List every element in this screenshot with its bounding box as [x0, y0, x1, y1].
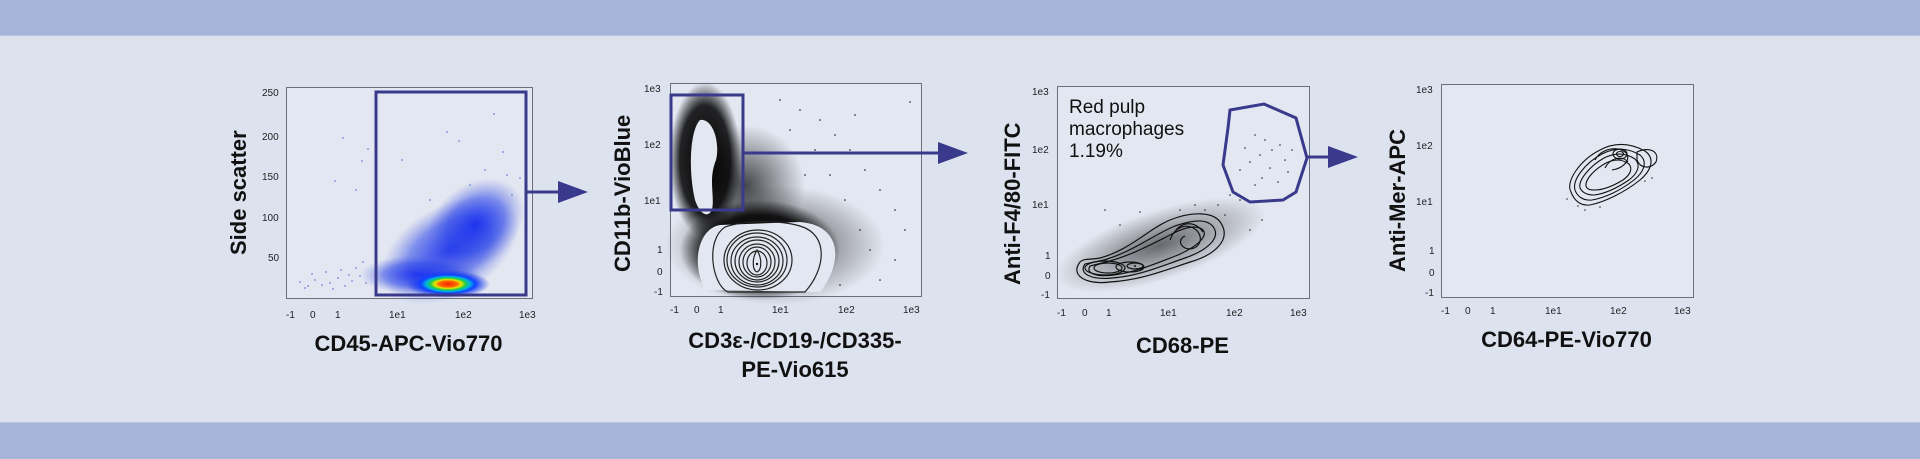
x-tick: 0	[694, 305, 700, 316]
x-tick: 1e1	[1545, 306, 1562, 317]
y-tick: 1e1	[644, 196, 661, 207]
bottom-band	[0, 422, 1920, 459]
arrow-icon	[558, 181, 588, 203]
x-axis-label: CD45-APC-Vio770	[314, 331, 503, 356]
x-tick: 1e1	[772, 305, 789, 316]
y-tick: 1e2	[1032, 145, 1049, 156]
y-tick: 1e3	[1032, 87, 1049, 98]
plot-area	[1441, 84, 1694, 298]
x-tick: 0	[1082, 308, 1088, 319]
gate-percent: 1.19%	[1069, 141, 1123, 162]
x-tick: -1	[1441, 306, 1450, 317]
x-tick: 1e3	[1674, 306, 1691, 317]
x-tick: -1	[286, 310, 295, 321]
cd45-gate[interactable]	[374, 90, 528, 297]
annotation-line: macrophages	[1069, 119, 1185, 140]
y-tick: 150	[262, 172, 279, 183]
arrow-icon	[938, 142, 968, 164]
x-tick: 1e1	[389, 310, 406, 321]
y-tick: 1	[1429, 246, 1435, 257]
x-tick: 1	[1490, 306, 1496, 317]
x-tick: 1e1	[1160, 308, 1177, 319]
y-tick: 50	[268, 253, 280, 264]
x-tick: 1	[718, 305, 724, 316]
annotation-line: Red pulp	[1069, 97, 1146, 118]
x-tick: 1e2	[1610, 306, 1627, 317]
x-tick: 1	[1106, 308, 1112, 319]
x-tick: 1	[335, 310, 341, 321]
y-tick: 1	[657, 245, 663, 256]
x-tick: 1e3	[519, 310, 536, 321]
x-tick: -1	[670, 305, 679, 316]
x-axis-label-line2: PE-Vio615	[741, 357, 849, 382]
x-tick: 1e3	[1290, 308, 1307, 319]
y-tick: 1e1	[1032, 200, 1049, 211]
y-axis-label: Anti-Mer-APC	[1385, 129, 1410, 272]
y-tick: -1	[1041, 290, 1050, 301]
y-tick: 1e3	[1416, 85, 1433, 96]
y-tick: 1e2	[1416, 141, 1433, 152]
x-tick: 0	[310, 310, 316, 321]
y-tick: 0	[1045, 271, 1051, 282]
x-tick: 1e2	[455, 310, 472, 321]
y-tick: 0	[657, 267, 663, 278]
x-tick: 0	[1465, 306, 1471, 317]
arrow-icon	[1328, 146, 1358, 168]
y-tick: 1e1	[1416, 197, 1433, 208]
y-tick: 1e2	[644, 140, 661, 151]
y-tick: -1	[654, 287, 663, 298]
y-tick: 1	[1045, 251, 1051, 262]
y-tick: 250	[262, 88, 279, 99]
x-axis-label: CD68-PE	[1136, 333, 1229, 358]
x-axis-label-line1: CD3ε-/CD19-/CD335-	[688, 328, 902, 353]
y-tick: 1e3	[644, 84, 661, 95]
y-tick: 200	[262, 132, 279, 143]
x-axis-label: CD64-PE-Vio770	[1481, 327, 1652, 352]
y-tick: -1	[1425, 288, 1434, 299]
gate-annotation: Red pulp macrophages 1.19%	[1069, 97, 1184, 163]
x-tick: 1e2	[838, 305, 855, 316]
x-tick: -1	[1057, 308, 1066, 319]
rpm-gate[interactable]	[1221, 102, 1309, 204]
x-tick: 1e2	[1226, 308, 1243, 319]
y-tick: 100	[262, 213, 279, 224]
x-tick: 1e3	[903, 305, 920, 316]
top-band	[0, 0, 1920, 36]
y-tick: 0	[1429, 268, 1435, 279]
